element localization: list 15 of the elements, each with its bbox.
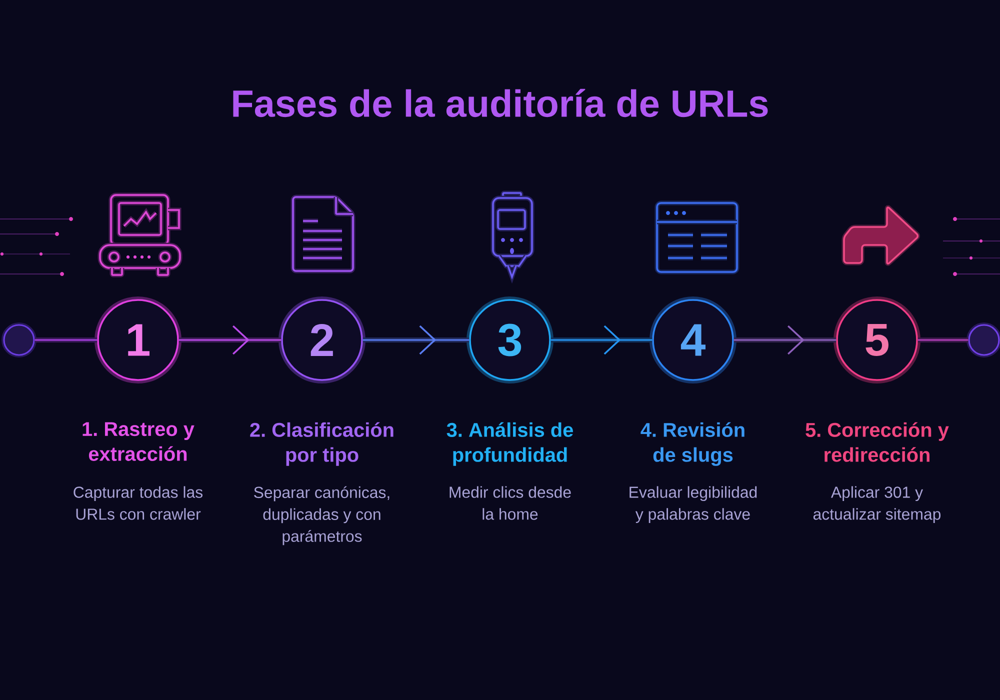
step-description: Medir clics desde la home	[450, 486, 571, 520]
step-description: Capturar todas las URLs con crawler	[74, 486, 203, 520]
end-dot	[966, 322, 1000, 358]
step-description: Evaluar legibilidad y palabras clave	[630, 486, 757, 523]
connector-line	[918, 338, 968, 342]
step-heading: 1. Rastreo y extracción	[82, 422, 194, 461]
step-heading: 2. Clasificación por tipo	[250, 422, 394, 466]
step-description: Separar canónicas, duplicadas y con parámetros	[254, 486, 390, 546]
connector-line	[34, 338, 98, 342]
step-heading: 3. Análisis de profundidad	[446, 422, 573, 466]
title: Fases de la auditoría de URLs	[233, 88, 768, 118]
step-heading: 4. Revisión de slugs	[640, 422, 744, 466]
step-heading: 5. Corrección y redirección	[806, 422, 949, 462]
step-description: Aplicar 301 y actualizar sitemap	[813, 486, 941, 523]
end-dot	[2, 322, 36, 358]
